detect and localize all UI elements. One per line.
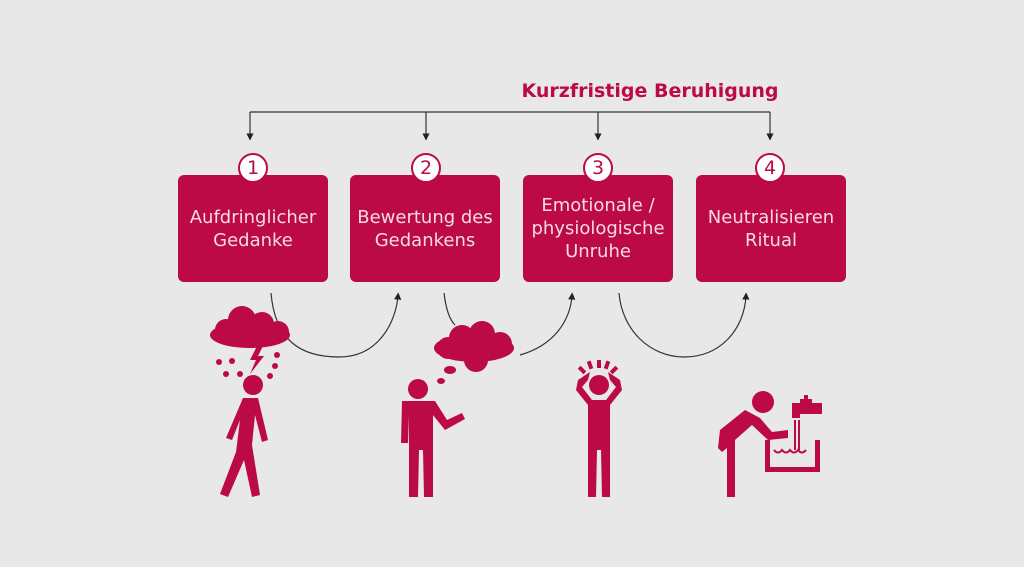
step-label-line: Bewertung des	[357, 206, 493, 228]
step-label-line: Ritual	[744, 229, 797, 251]
step-box-3: Emotionale / physiologische Unruhe	[523, 175, 673, 282]
step-label-line: Emotionale /	[541, 195, 655, 216]
step-box-2: Bewertung des Gedankens	[350, 175, 500, 282]
stressed-person-icon	[576, 360, 622, 497]
feedback-title: Kurzfristige Beruhigung	[521, 80, 779, 102]
walking-person-icon	[220, 375, 268, 497]
step-number-badge: 1	[238, 153, 268, 183]
thought-bubble-icon	[434, 321, 514, 384]
step-number-badge: 4	[755, 153, 785, 183]
step-label-line: Aufdringlicher	[189, 206, 317, 228]
rain-cloud-icon	[210, 306, 290, 379]
flow-arc-3-4	[618, 292, 750, 358]
step-label-line: Unruhe	[565, 241, 631, 262]
step-box-1: Aufdringlicher Gedanke	[178, 175, 328, 282]
step-label-line: physiologische	[531, 218, 665, 239]
hand-washing-person-icon	[718, 391, 822, 497]
step-label-line: Neutralisieren	[707, 206, 835, 228]
step-box-4: Neutralisieren Ritual	[696, 175, 846, 282]
step-number-badge: 3	[583, 153, 613, 183]
step-number-badge: 2	[411, 153, 441, 183]
step-label-line: Gedanke	[213, 229, 293, 251]
flow-arc-1-2	[270, 292, 402, 358]
step-label-line: Gedankens	[374, 229, 476, 251]
flow-arc-2-3	[443, 293, 572, 356]
thinking-person-icon	[401, 379, 465, 497]
